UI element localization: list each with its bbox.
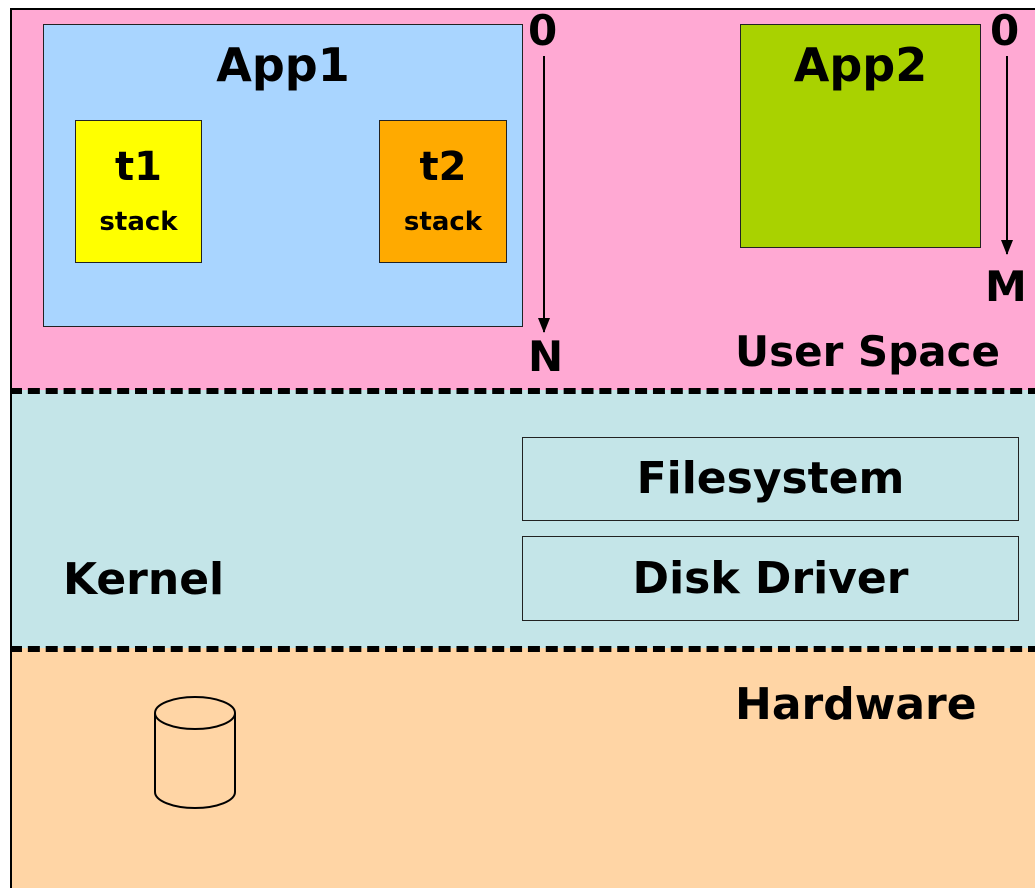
app1-range-start: 0 <box>528 6 558 55</box>
hardware-label: Hardware <box>735 679 977 730</box>
disk-driver-module: Disk Driver <box>522 536 1019 621</box>
app2-box <box>740 24 981 248</box>
app2-range-start: 0 <box>990 6 1020 55</box>
kernel-label: Kernel <box>63 554 225 605</box>
app1-title: App1 <box>216 38 350 92</box>
disk-cylinder-icon <box>154 696 236 809</box>
thread-t1-stack-label: stack <box>99 207 178 237</box>
user-space-label: User Space <box>735 327 1000 376</box>
app2-range-arrow <box>1001 56 1013 255</box>
kernel-hardware-divider <box>10 646 1035 652</box>
app1-range-end: N <box>528 332 564 381</box>
user-kernel-divider <box>10 388 1035 394</box>
thread-t1-box: t1 stack <box>75 120 202 263</box>
app1-range-arrow <box>538 56 550 333</box>
thread-t2-name: t2 <box>419 144 467 190</box>
disk-driver-label: Disk Driver <box>632 552 909 604</box>
app2-title: App2 <box>793 38 928 92</box>
thread-t2-stack-label: stack <box>403 207 483 237</box>
filesystem-label: Filesystem <box>636 453 905 504</box>
thread-t1-name: t1 <box>115 144 162 190</box>
thread-t2-box: t2 stack <box>379 120 507 263</box>
filesystem-module: Filesystem <box>522 437 1019 521</box>
app2-range-end: M <box>985 262 1027 311</box>
